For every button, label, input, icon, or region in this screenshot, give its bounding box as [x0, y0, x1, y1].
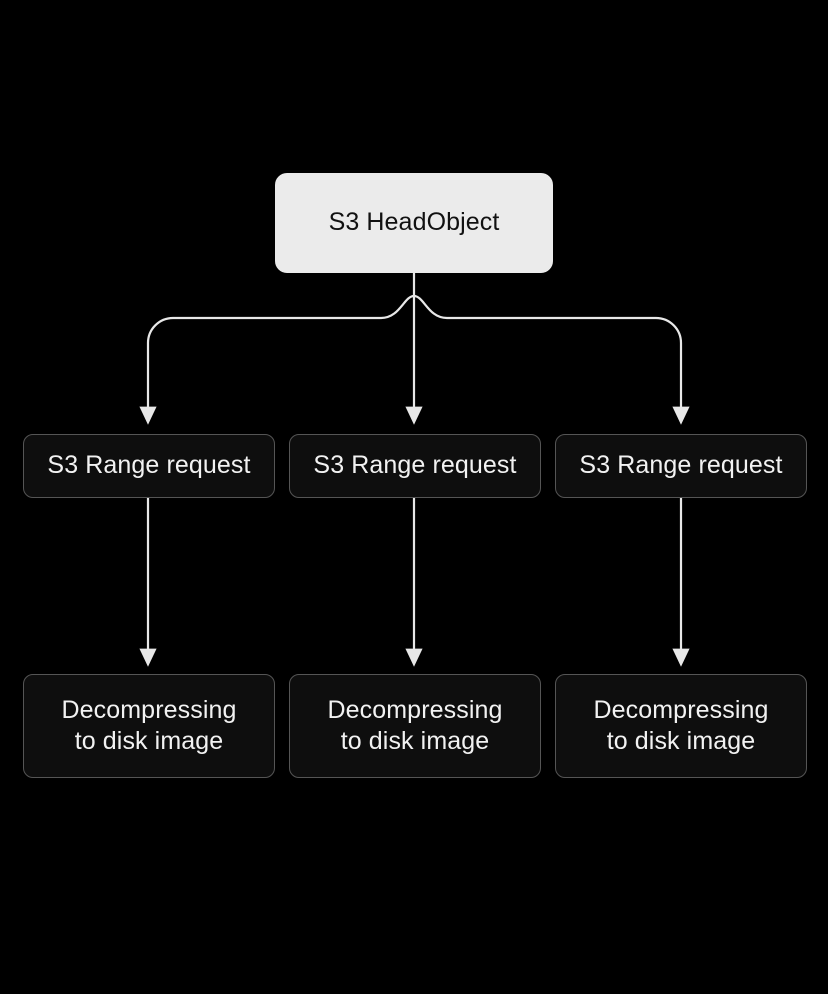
node-range-request-3[interactable]: S3 Range request — [555, 434, 807, 498]
node-decompress-2[interactable]: Decompressing to disk image — [289, 674, 541, 778]
edge-root-to-range-1 — [139, 294, 415, 425]
edge-root-to-range-3 — [413, 294, 690, 425]
node-decompress-3[interactable]: Decompressing to disk image — [555, 674, 807, 778]
node-decompress-1[interactable]: Decompressing to disk image — [23, 674, 275, 778]
node-range-request-1[interactable]: S3 Range request — [23, 434, 275, 498]
node-range-request-2[interactable]: S3 Range request — [289, 434, 541, 498]
node-s3-headobject[interactable]: S3 HeadObject — [275, 173, 553, 273]
